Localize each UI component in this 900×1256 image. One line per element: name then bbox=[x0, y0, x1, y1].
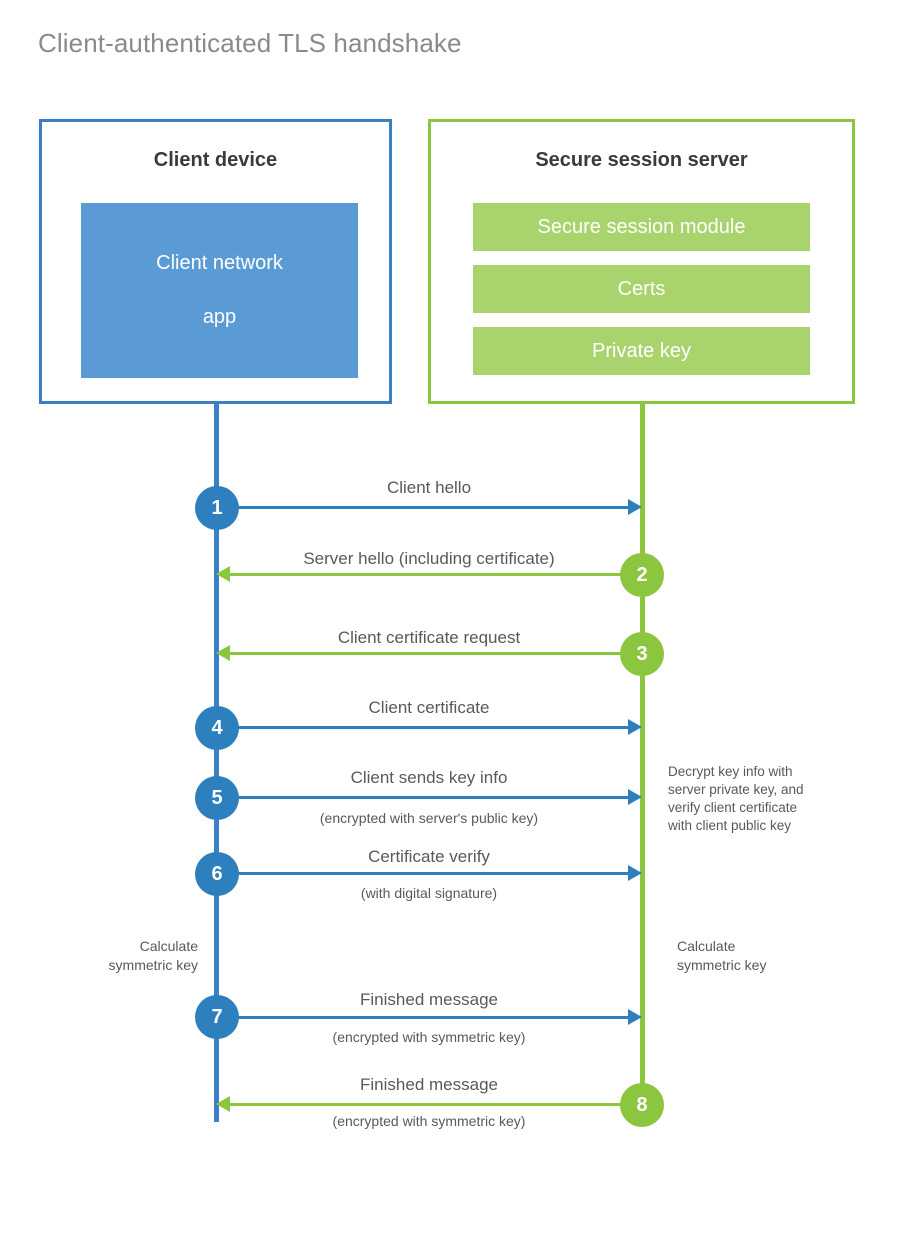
client-network-app-block: Client network app bbox=[81, 203, 358, 378]
step-1-circle: 1 bbox=[195, 486, 239, 530]
server-component-secure-session-module: Secure session module bbox=[473, 203, 810, 251]
server-symmetric-note-line2: symmetric key bbox=[677, 957, 767, 973]
step-3-circle: 3 bbox=[620, 632, 664, 676]
server-calculate-symmetric-key-note: Calculate symmetric key bbox=[677, 937, 867, 975]
server-decrypt-note-line3: verify client certificate bbox=[668, 800, 798, 815]
step-5-sublabel: (encrypted with server's public key) bbox=[319, 810, 539, 826]
server-symmetric-note-line1: Calculate bbox=[677, 938, 736, 954]
client-symmetric-note-line2: symmetric key bbox=[108, 957, 198, 973]
step-1-arrow-line bbox=[216, 506, 628, 509]
step-8-arrowhead-icon bbox=[216, 1096, 230, 1112]
step-6-arrowhead-icon bbox=[628, 865, 642, 881]
step-7-arrowhead-icon bbox=[628, 1009, 642, 1025]
step-4-arrow-line bbox=[216, 726, 628, 729]
step-3-arrow-line bbox=[230, 652, 642, 655]
server-component-certs: Certs bbox=[473, 265, 810, 313]
step-6-circle: 6 bbox=[195, 852, 239, 896]
client-symmetric-note-line1: Calculate bbox=[139, 938, 198, 954]
server-decrypt-note-line4: with client public key bbox=[668, 818, 792, 833]
client-app-label-line1: Client network bbox=[156, 252, 283, 274]
step-2-arrowhead-icon bbox=[216, 566, 230, 582]
step-5-arrow-line bbox=[216, 796, 628, 799]
step-8-sublabel: (encrypted with symmetric key) bbox=[332, 1113, 526, 1129]
step-4-label: Client certificate bbox=[368, 698, 490, 717]
step-2-circle: 2 bbox=[620, 553, 664, 597]
server-component-private-key: Private key bbox=[473, 327, 810, 375]
server-lifeline bbox=[640, 402, 645, 1108]
client-device-box: Client device Client network app bbox=[39, 119, 392, 404]
client-lifeline bbox=[214, 402, 219, 1122]
step-5-circle: 5 bbox=[195, 776, 239, 820]
step-1-arrowhead-icon bbox=[628, 499, 642, 515]
step-1-label: Client hello bbox=[386, 478, 472, 497]
client-calculate-symmetric-key-note: Calculate symmetric key bbox=[20, 937, 198, 975]
step-7-label: Finished message bbox=[360, 990, 498, 1009]
server-decrypt-note-line1: Decrypt key info with bbox=[668, 764, 793, 779]
step-8-circle: 8 bbox=[620, 1083, 664, 1127]
client-device-title: Client device bbox=[153, 149, 278, 171]
step-8-label: Finished message bbox=[360, 1075, 498, 1094]
step-7-arrow-line bbox=[216, 1016, 628, 1019]
client-app-label-line2: app bbox=[202, 306, 237, 328]
step-8-arrow-line bbox=[230, 1103, 642, 1106]
server-decrypt-note-line2: server private key, and bbox=[668, 782, 804, 797]
step-3-label: Client certificate request bbox=[337, 628, 521, 647]
step-6-sublabel: (with digital signature) bbox=[360, 885, 498, 901]
page-title: Client-authenticated TLS handshake bbox=[38, 28, 462, 58]
step-3-arrowhead-icon bbox=[216, 645, 230, 661]
step-7-circle: 7 bbox=[195, 995, 239, 1039]
step-5-label: Client sends key info bbox=[350, 768, 508, 787]
step-6-arrow-line bbox=[216, 872, 628, 875]
step-4-circle: 4 bbox=[195, 706, 239, 750]
step-5-arrowhead-icon bbox=[628, 789, 642, 805]
step-4-arrowhead-icon bbox=[628, 719, 642, 735]
secure-session-server-box: Secure session server Secure session mod… bbox=[428, 119, 855, 404]
step-2-arrow-line bbox=[230, 573, 642, 576]
step-2-label: Server hello (including certificate) bbox=[303, 549, 555, 568]
step-6-label: Certificate verify bbox=[368, 847, 490, 866]
secure-session-server-title: Secure session server bbox=[535, 149, 748, 171]
server-decrypt-note: Decrypt key info with server private key… bbox=[668, 763, 848, 835]
step-7-sublabel: (encrypted with symmetric key) bbox=[332, 1029, 526, 1045]
